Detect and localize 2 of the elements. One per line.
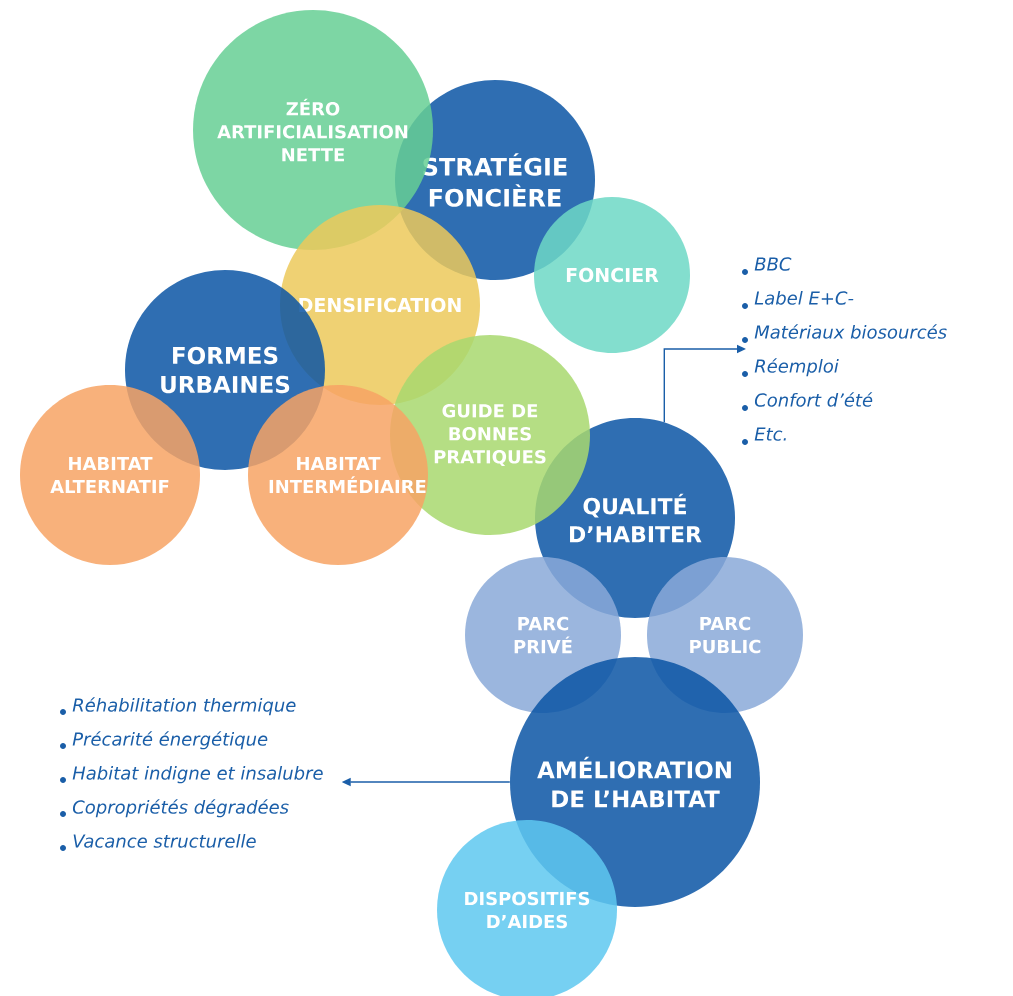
bullet-list: BBC Label E+C- Matériaux biosourcés Réemploi Confort d’été Etc. — [754, 257, 947, 441]
bullet-list: Réhabilitation thermique Précarité énergétique Habitat indigne et insalubre Copropriétés dégradées Vacance structurelle — [72, 697, 323, 848]
